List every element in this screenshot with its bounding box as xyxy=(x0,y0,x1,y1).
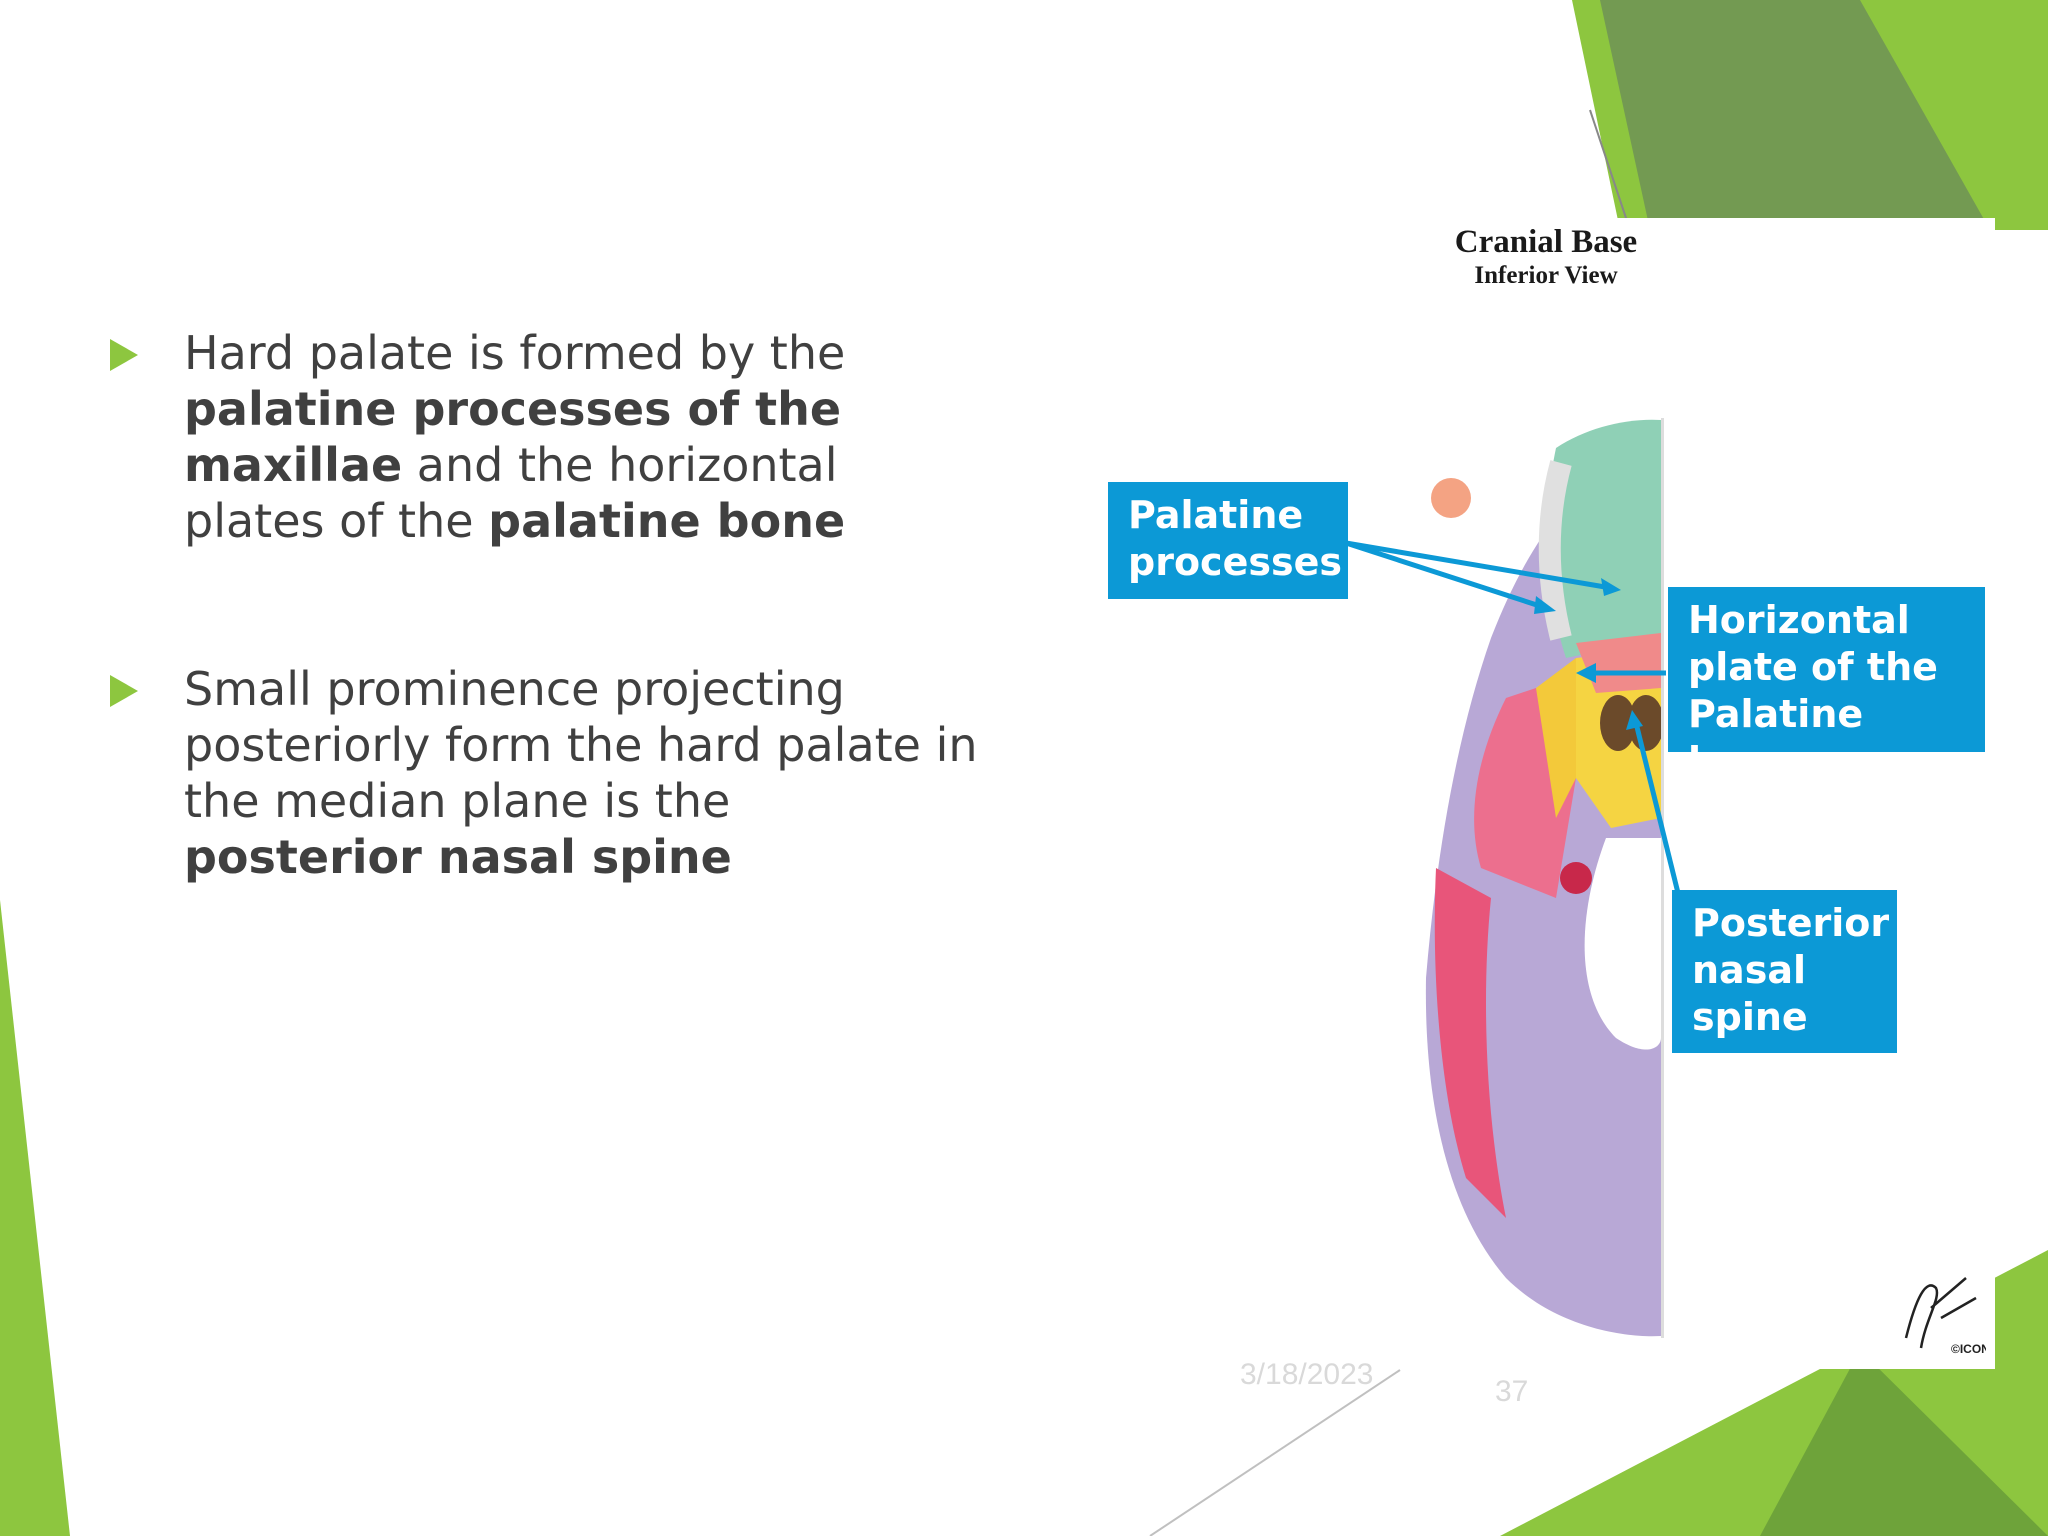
figure-subtitle-text: Inferior View xyxy=(1474,262,1618,289)
bullet-bold-segment: palatine bone xyxy=(488,494,846,548)
figure-title: Cranial Base Inferior View xyxy=(1396,222,1696,290)
palatine-processes-label: Palatine processes xyxy=(1108,482,1348,599)
bullet-text: Small prominence projecting posteriorly … xyxy=(184,661,980,885)
bullet-bold-segment: palatine processes of the maxillae xyxy=(184,382,842,492)
figure-title-text: Cranial Base xyxy=(1454,224,1638,260)
bullet-arrow-icon xyxy=(110,675,138,707)
posterior-nasal-spine-label: Posterior nasal spine xyxy=(1672,890,1897,1053)
bullet-arrow-icon xyxy=(110,339,138,371)
netter-signature-mark: ©ICON xyxy=(1904,1277,1986,1356)
bullet-text: Hard palate is formed by the palatine pr… xyxy=(184,325,980,549)
bullet-text-segment: Hard palate is formed by the xyxy=(184,326,846,380)
skull-figure: Cranial Base Inferior View ©ICON xyxy=(1106,218,1995,1369)
bullet-list: Hard palate is formed by the palatine pr… xyxy=(100,325,980,885)
bullet-text-segment: Small prominence projecting posteriorly … xyxy=(184,662,978,828)
footer-date: 3/18/2023 xyxy=(1240,1358,1374,1391)
page-number: 37 xyxy=(1495,1375,1529,1408)
horizontal-plate-label: Horizontal plate of the Palatine bone xyxy=(1668,587,1985,783)
bullet-item: Hard palate is formed by the palatine pr… xyxy=(100,325,980,549)
cranial-base-illustration xyxy=(1345,418,1681,1338)
bullet-bold-segment: posterior nasal spine xyxy=(184,830,732,884)
bullet-item: Small prominence projecting posteriorly … xyxy=(100,661,980,885)
svg-text:©ICON: ©ICON xyxy=(1951,1342,1986,1356)
bullet-text-segment: and the horizontal plates of the xyxy=(184,438,838,548)
